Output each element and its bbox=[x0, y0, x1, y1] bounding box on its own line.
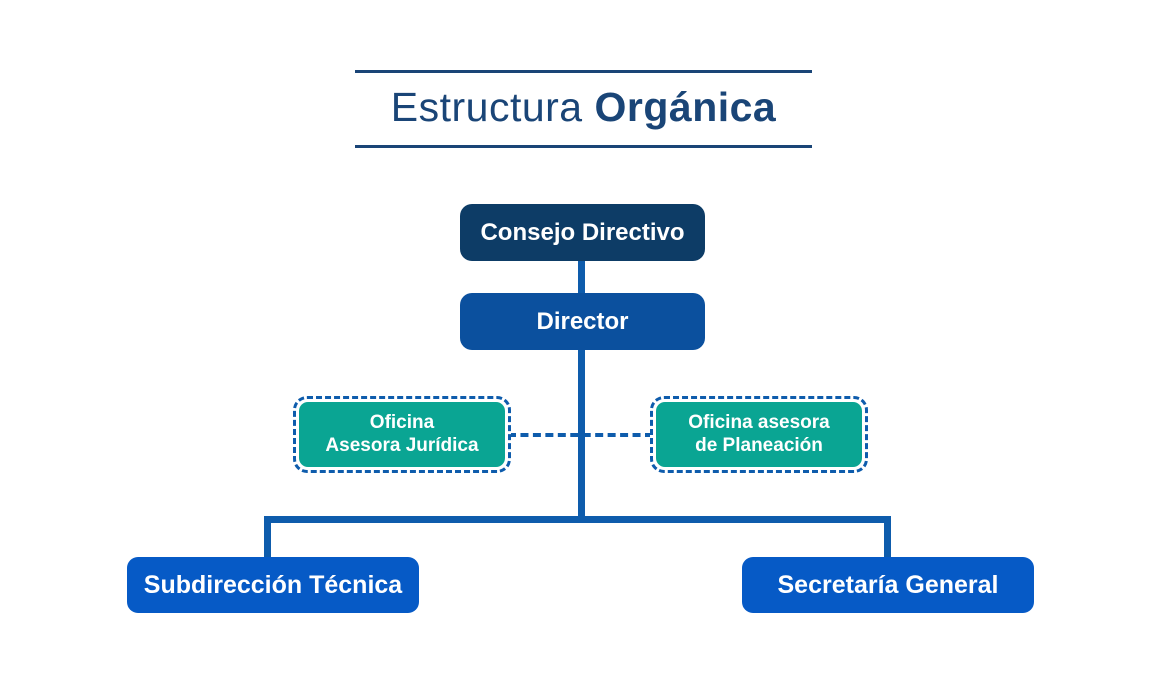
title-top-rule bbox=[355, 70, 812, 73]
node-oficina-asesora-juridica-line1: Oficina bbox=[369, 412, 435, 434]
connector-drop-right bbox=[884, 516, 891, 561]
node-oficina-asesora-juridica-line2: Asesora Jurídica bbox=[325, 434, 479, 456]
node-oficina-asesora-planeacion-line1: Oficina asesora bbox=[688, 412, 830, 434]
node-oficina-asesora-planeacion: Oficina asesora de Planeación bbox=[650, 396, 868, 473]
connector-trunk bbox=[578, 256, 585, 522]
connector-horizontal-bar bbox=[264, 516, 891, 523]
node-subdireccion-tecnica: Subdirección Técnica bbox=[127, 557, 419, 613]
node-secretaria-general-label: Secretaría General bbox=[777, 570, 999, 599]
page-title-normal: Estructura bbox=[390, 84, 595, 130]
node-director-label: Director bbox=[536, 307, 629, 335]
connector-drop-left bbox=[264, 516, 271, 561]
node-secretaria-general: Secretaría General bbox=[742, 557, 1034, 613]
node-oficina-asesora-juridica: Oficina Asesora Jurídica bbox=[293, 396, 511, 473]
node-consejo-directivo: Consejo Directivo bbox=[460, 204, 705, 261]
page-title: Estructura Orgánica bbox=[340, 83, 827, 132]
node-director: Director bbox=[460, 293, 705, 350]
node-subdireccion-tecnica-label: Subdirección Técnica bbox=[143, 570, 403, 599]
node-consejo-directivo-label: Consejo Directivo bbox=[480, 218, 685, 246]
node-oficina-asesora-juridica-fill: Oficina Asesora Jurídica bbox=[299, 402, 505, 467]
node-oficina-asesora-planeacion-line2: de Planeación bbox=[695, 434, 823, 456]
node-oficina-asesora-planeacion-fill: Oficina asesora de Planeación bbox=[656, 402, 862, 467]
page-title-bold: Orgánica bbox=[594, 84, 777, 130]
title-bottom-rule bbox=[355, 145, 812, 148]
